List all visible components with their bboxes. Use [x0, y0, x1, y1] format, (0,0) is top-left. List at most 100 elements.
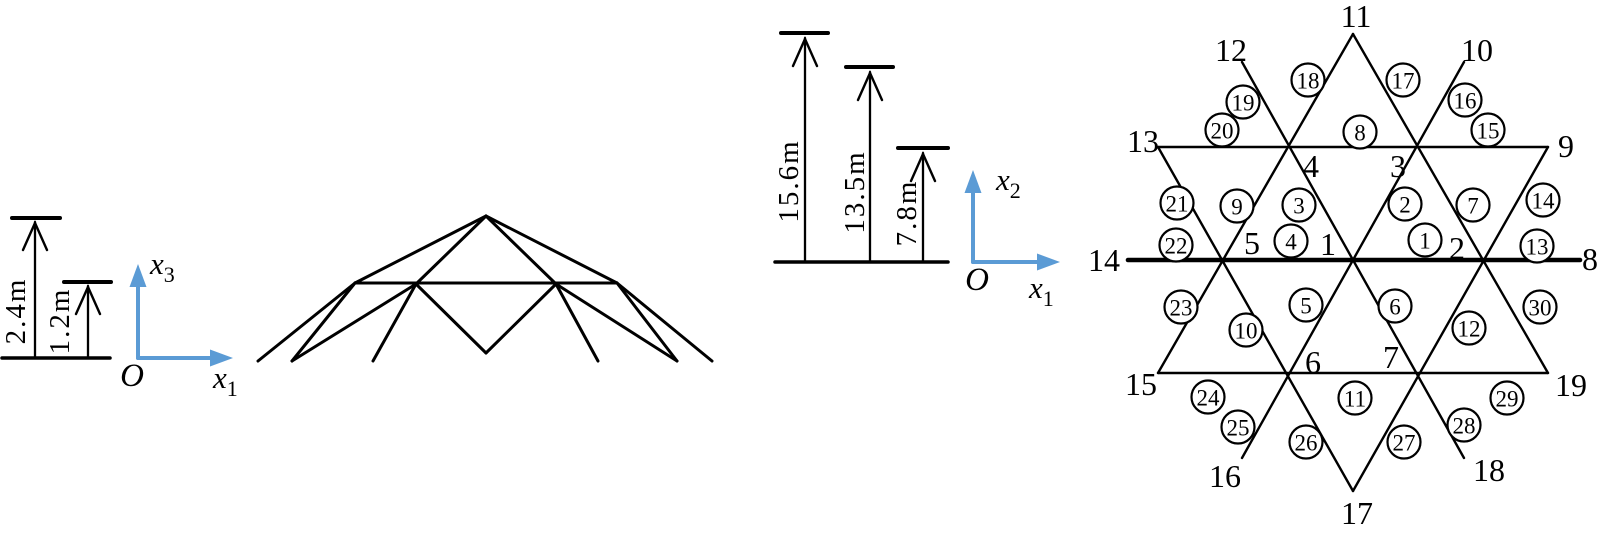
dimension-arrowhead-icon — [74, 284, 102, 316]
plan-chord-line — [1351, 32, 1550, 375]
elevation-member-line — [371, 282, 418, 363]
member-number-circle — [1522, 289, 1558, 325]
node-number-label: 8 — [1582, 241, 1598, 277]
member-number-circle — [1446, 407, 1482, 443]
member-number-circle — [1337, 380, 1373, 416]
plan-chord-line — [1351, 145, 1550, 493]
member-number-circle — [1190, 379, 1226, 415]
node-number-label: 15 — [1125, 366, 1157, 402]
node-number-label: 5 — [1244, 225, 1260, 261]
dimension-arrowhead-icon — [791, 36, 819, 68]
member-number-circle — [1159, 185, 1195, 221]
node-number-label: 12 — [1215, 32, 1247, 68]
member-number-circle — [1455, 187, 1491, 223]
dimension-label: 2.4m — [0, 278, 32, 345]
member-number-circle — [1470, 112, 1506, 148]
right-arrowhead-icon — [1037, 253, 1060, 271]
elevation-member-line — [290, 282, 418, 363]
member-number-label: 19 — [1232, 91, 1255, 116]
member-number-circle — [1288, 424, 1324, 460]
node-number-label: 16 — [1209, 458, 1241, 494]
member-number-label: 11 — [1344, 387, 1366, 412]
elevation-member-line — [615, 281, 714, 363]
vertical-axis-label: x2 — [995, 162, 1021, 203]
member-number-circle — [1451, 310, 1487, 346]
member-number-label: 18 — [1297, 69, 1320, 94]
elevation-member-line — [290, 281, 357, 363]
member-number-label: 20 — [1211, 119, 1234, 144]
dimension-arrowhead-icon — [909, 151, 937, 183]
node-number-label: 10 — [1461, 32, 1493, 68]
member-number-circle — [1387, 186, 1423, 222]
member-number-circle — [1225, 84, 1261, 120]
member-number-label: 14 — [1532, 189, 1556, 214]
node-number-label: 3 — [1390, 148, 1406, 184]
member-number-label: 5 — [1300, 294, 1312, 319]
dimension-arrowhead-icon — [21, 220, 49, 252]
elevation-member-line — [414, 214, 488, 286]
member-number-label: 22 — [1165, 234, 1188, 259]
plan-chord-line — [1240, 60, 1466, 460]
vertical-axis-label: x3 — [149, 246, 175, 287]
node-number-label: 19 — [1555, 367, 1587, 403]
elevation-member-line — [615, 281, 679, 363]
member-number-circle — [1288, 287, 1324, 323]
member-number-label: 21 — [1166, 192, 1189, 217]
member-number-circle — [1204, 112, 1240, 148]
plan-truss-lines — [1125, 32, 1583, 493]
node-number-label: 14 — [1088, 242, 1120, 278]
right-arrowhead-icon — [210, 349, 233, 367]
member-number-label: 16 — [1454, 89, 1477, 114]
member-number-circle — [1407, 222, 1443, 258]
member-number-circle — [1519, 228, 1555, 264]
member-number-label: 8 — [1354, 121, 1366, 146]
member-number-label: 29 — [1496, 387, 1519, 412]
member-number-label: 15 — [1477, 119, 1500, 144]
member-number-label: 28 — [1453, 414, 1476, 439]
member-number-circle — [1447, 82, 1483, 118]
member-number-label: 30 — [1529, 296, 1552, 321]
dimension-arrowhead-icon — [856, 70, 884, 102]
elevation-truss-lines — [256, 214, 714, 363]
member-number-label: 3 — [1293, 194, 1305, 219]
dimension-label: 13.5m — [839, 150, 871, 233]
origin-label: O — [965, 262, 989, 298]
dimension-label: 15.6m — [773, 139, 805, 222]
origin-label: O — [120, 358, 144, 394]
member-number-circle — [1163, 289, 1199, 325]
member-number-label: 1 — [1419, 229, 1431, 254]
member-number-circle — [1228, 312, 1264, 348]
node-number-label: 11 — [1341, 0, 1372, 34]
node-number-label: 7 — [1383, 339, 1399, 375]
member-number-circle — [1385, 62, 1421, 98]
node-number-label: 9 — [1558, 128, 1574, 164]
node-number-label: 6 — [1305, 344, 1321, 380]
member-number-circle — [1342, 114, 1378, 150]
node-number-label: 4 — [1303, 148, 1319, 184]
member-number-circle — [1219, 188, 1255, 224]
member-number-label: 17 — [1392, 69, 1415, 94]
member-number-circle — [1386, 424, 1422, 460]
member-number-label: 25 — [1227, 416, 1250, 441]
member-number-circle — [1525, 182, 1561, 218]
member-number-circle — [1377, 288, 1413, 324]
member-number-label: 23 — [1170, 296, 1193, 321]
member-number-circle — [1489, 380, 1525, 416]
member-number-label: 13 — [1526, 235, 1549, 260]
member-number-label: 9 — [1231, 195, 1243, 220]
elevation-member-line — [554, 282, 600, 363]
node-number-label: 13 — [1127, 123, 1159, 159]
member-number-label: 10 — [1235, 319, 1258, 344]
node-number-label: 17 — [1341, 495, 1373, 531]
elevation-member-line — [484, 214, 619, 285]
member-number-label: 27 — [1393, 431, 1416, 456]
member-number-label: 26 — [1295, 431, 1318, 456]
member-number-circle — [1158, 227, 1194, 263]
